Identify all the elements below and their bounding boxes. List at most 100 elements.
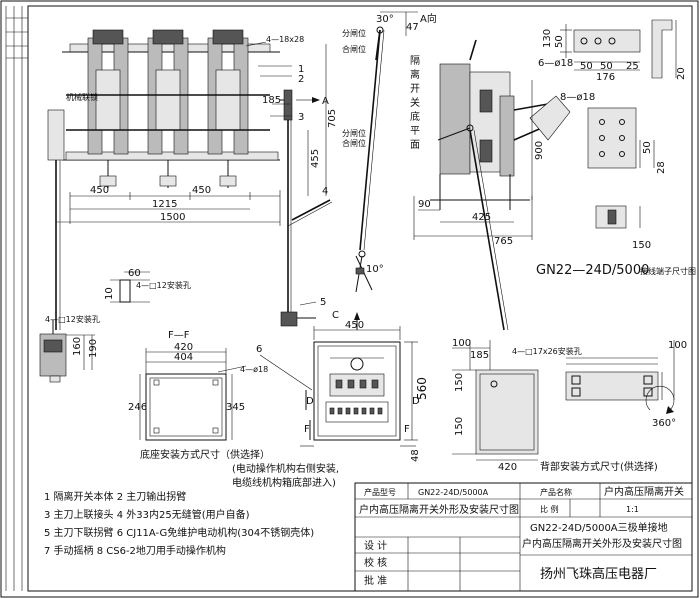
label-close-mid: 合闸位 xyxy=(342,138,366,148)
label-open-mid: 分闸位 xyxy=(342,128,366,138)
dim-4x18-base: 4—ø18 xyxy=(240,365,268,374)
dim-20: 20 xyxy=(676,67,687,80)
section-letter-d1: D xyxy=(306,396,314,407)
dim-765: 765 xyxy=(494,236,513,247)
tb-name-value: 户内高压隔离开关 xyxy=(604,485,684,498)
tb-name-label: 产品名称 xyxy=(540,487,572,497)
tb-drawing-name: 户内高压隔离开关外形及安装尺寸图 xyxy=(359,503,519,516)
dim-150-top-terminal: 150 xyxy=(632,240,651,251)
vertical-floor-text: 隔离开关底平面 xyxy=(410,55,420,151)
manual-mechanism xyxy=(39,271,150,383)
dim-246: 246 xyxy=(128,402,147,413)
tb-title-1: GN22-24D/5000A三极单接地 xyxy=(530,521,668,534)
tb-scale-label: 比 例 xyxy=(540,504,559,514)
part-number-2: 2 xyxy=(298,74,304,85)
dim-8x18: 8—ø18 xyxy=(560,92,595,103)
dim-420-right: 420 xyxy=(498,462,517,473)
terminal-row xyxy=(329,407,383,415)
label-open-top: 分闸位 xyxy=(342,28,366,38)
back-install-caption: 背部安装方式尺寸(供选择) xyxy=(540,460,658,473)
title-block xyxy=(354,482,693,592)
dim-6x18: 6—ø18 xyxy=(538,58,573,69)
tb-check: 校 核 xyxy=(364,556,387,569)
dim-425: 425 xyxy=(472,212,491,223)
dim-10: 10 xyxy=(104,287,115,300)
label-interlock: 机械联锁 xyxy=(66,92,98,102)
terminal-plan-2 xyxy=(587,107,655,169)
section-letter-d2: D xyxy=(412,396,420,407)
dim-345: 345 xyxy=(226,402,245,413)
dim-185-top: 185 xyxy=(262,95,281,106)
tb-company: 扬州飞珠高压电器厂 xyxy=(540,566,657,582)
pole-3 xyxy=(207,29,249,188)
dim-450-a: 450 xyxy=(90,185,109,196)
dim-450-panel: 450 xyxy=(345,320,364,331)
dim-90: 90 xyxy=(418,199,431,210)
dim-404: 404 xyxy=(174,352,193,363)
dim-160-left: 160 xyxy=(72,337,83,356)
dim-560: 560 xyxy=(415,377,429,400)
label-close-top: 合闸位 xyxy=(342,44,366,54)
dim-28: 28 xyxy=(656,161,667,174)
dim-176: 176 xyxy=(596,72,615,83)
dim-30deg: 30° xyxy=(376,14,394,25)
section-letter-f2: F xyxy=(404,424,410,435)
dim-top-holes: 4—18x28 xyxy=(266,35,304,44)
dim-25: 25 xyxy=(626,61,639,72)
hole-note-large: 4—□17x26安装孔 xyxy=(512,346,582,356)
dim-50-b: 50 xyxy=(580,61,593,72)
dim-1500: 1500 xyxy=(160,212,185,223)
tb-approve: 批 准 xyxy=(364,574,387,587)
dim-1215: 1215 xyxy=(152,199,177,210)
dim-100: 100 xyxy=(452,338,471,349)
dim-10deg: 10° xyxy=(366,264,384,275)
terminal-small xyxy=(595,205,641,229)
switch-front-view xyxy=(47,29,333,330)
legend-line-2: 3 主刀上联接头 4 外33内25无缝管(用户自备) xyxy=(44,508,250,521)
part-number-3: 3 xyxy=(298,112,304,123)
part-number-6: 6 xyxy=(256,344,262,355)
tb-title-2: 户内高压隔离开关外形及安装尺寸图 xyxy=(522,537,682,550)
hole-note-small: 4—□12安装孔 xyxy=(136,280,191,290)
dim-50-d: 50 xyxy=(642,141,653,154)
tb-design: 设 计 xyxy=(364,539,387,552)
view-arrow-c: C xyxy=(332,310,339,321)
view-label-ff: F—F xyxy=(168,330,190,341)
dim-190: 190 xyxy=(88,339,99,358)
dim-47: 47 xyxy=(406,22,419,33)
section-letter-f1: F xyxy=(304,424,310,435)
motor-note-1: (电动操作机构右侧安装, xyxy=(232,462,339,475)
terminal-plan xyxy=(560,19,677,79)
part-number-5: 5 xyxy=(320,297,326,308)
legend-line-4: 7 手动摇柄 8 CS6-2地刀用手动操作机构 xyxy=(44,544,226,557)
dim-130: 130 xyxy=(542,29,553,48)
terminal-model-title: GN22—24D/5000 xyxy=(536,263,649,278)
dim-50-a: 50 xyxy=(554,35,565,48)
pole-2 xyxy=(147,29,189,188)
motor-mechanism-box xyxy=(300,312,418,447)
dim-450-b: 450 xyxy=(192,185,211,196)
dim-150-b: 150 xyxy=(454,417,465,436)
front-dimensions xyxy=(56,41,327,391)
back-install-view xyxy=(452,340,675,461)
dim-705: 705 xyxy=(327,109,338,128)
dim-60: 60 xyxy=(128,268,141,279)
tb-model-value: GN22-24D/5000A xyxy=(418,488,489,497)
dim-185-right: 185 xyxy=(470,350,489,361)
tb-model-label: 产品型号 xyxy=(364,487,396,497)
dim-420-ff: 420 xyxy=(174,342,193,353)
side-view xyxy=(355,11,571,331)
hole-note-mid: 4—□12安装孔 xyxy=(45,314,100,324)
view-label-a: A向 xyxy=(420,12,437,25)
base-install-caption: 底座安装方式尺寸（供选择） xyxy=(140,448,270,461)
pole-1 xyxy=(87,29,129,188)
dim-48: 48 xyxy=(410,449,421,462)
view-arrow-a: A xyxy=(322,96,329,107)
dim-455: 455 xyxy=(310,149,321,168)
tb-scale-value: 1:1 xyxy=(626,505,639,514)
dim-50-c: 50 xyxy=(600,61,613,72)
dim-150-a: 150 xyxy=(454,373,465,392)
part-number-1: 1 xyxy=(298,64,304,75)
